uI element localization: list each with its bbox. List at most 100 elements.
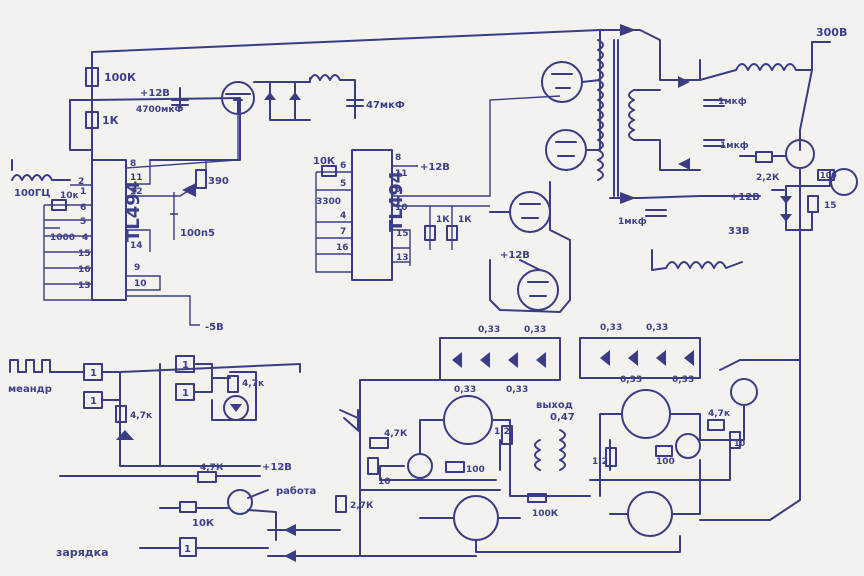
ladder-diode-icon (628, 350, 638, 366)
transistor-bridge-right (675, 433, 701, 459)
coil-300v (699, 59, 813, 81)
diode-zar-b-icon (284, 550, 296, 562)
label-033-b: 0,33 (524, 325, 546, 335)
label-47k-c: 4,7К (384, 429, 408, 439)
label-033-a: 0,33 (478, 325, 500, 335)
ic-left-right-pin-labels: 8 11 12 14 9 10 (130, 159, 147, 289)
diode-390-icon (182, 183, 196, 197)
label-033-e: 0,33 (600, 323, 622, 333)
label-033-d: 0,33 (506, 385, 528, 395)
resistor-1k-a (424, 225, 436, 241)
pin-label: 10 (395, 203, 408, 213)
pin-label: 7 (340, 227, 346, 237)
logic-wires (57, 363, 301, 467)
logic-gate-1-label: 1 (90, 368, 97, 379)
label-47k-a: 4,7к (130, 411, 152, 421)
label-plus12-left: +12В (140, 88, 170, 99)
wire-100n (170, 160, 207, 240)
pin-label: 4 (82, 233, 88, 243)
resistor-27k (335, 495, 347, 513)
resistor-100k-b (527, 493, 547, 503)
label-100-right: 100 (820, 171, 837, 180)
label-10k-low: 10К (192, 518, 215, 529)
pin-label: 13 (78, 281, 91, 291)
label-1mkf-c: 1мкф (618, 217, 647, 227)
pin-label: 5 (340, 179, 346, 189)
bridge-bottom-rail (359, 359, 801, 557)
zener-right-a-icon (780, 196, 792, 204)
resistor-47k-a (115, 405, 127, 423)
resistor-390 (195, 169, 207, 189)
diode-low-icon (620, 192, 636, 204)
label-plus12-right: +12В (730, 192, 760, 203)
resistor-47k-d (707, 419, 725, 431)
logic-gate-4-label: 1 (182, 388, 189, 399)
pin-label: 11 (130, 173, 143, 183)
label-033-c: 0,33 (454, 385, 476, 395)
ic-mid-right-wires (392, 95, 561, 266)
wire-1k-branch (69, 99, 93, 151)
label-12b: 1,2 (592, 457, 608, 467)
pin-label: 9 (395, 185, 401, 195)
diode-sec-b-icon (678, 158, 690, 170)
top-rail-wire (91, 29, 611, 61)
opto-receiver (339, 409, 361, 433)
label-22k: 2,2К (756, 173, 780, 183)
label-1mkf-a: 1мкф (718, 97, 747, 107)
pin-label: 13 (396, 253, 409, 263)
meander-wave (9, 359, 59, 373)
zener-b-icon (289, 92, 301, 100)
pin-label: 2 (78, 177, 84, 187)
resistor-10k-mid (321, 165, 337, 177)
pin-label: 9 (134, 263, 140, 273)
wire-rabota (159, 489, 277, 541)
label-10k-osc: 10к (60, 191, 79, 201)
pin-label: 12 (130, 187, 143, 197)
zener-a-icon (264, 92, 276, 100)
label-1k-b: 1К (458, 215, 472, 225)
resistor-10k-c (445, 461, 465, 473)
pin-label: 6 (340, 161, 346, 171)
label-033-g: 0,33 (620, 375, 642, 385)
diode-zar-a-icon (284, 524, 296, 536)
label-033-h: 0,33 (672, 375, 694, 385)
resistor-1k-b (446, 225, 458, 241)
label-27k: 2,7К (350, 501, 374, 511)
ladder-right-diodes (600, 350, 694, 366)
zener-right-b-icon (780, 214, 792, 222)
label-47k-d: 4,7к (708, 409, 730, 419)
label-rabota: работа (276, 485, 316, 497)
pin-label: 4 (340, 211, 346, 221)
mosfet-internals (519, 73, 577, 297)
mosfet-bridge-bl (453, 495, 499, 541)
resistor-100-right (817, 169, 835, 181)
label-cap-3300: 3300 (316, 197, 341, 207)
ic-left-pin-labels: 2 1 6 5 4 15 16 13 (78, 177, 91, 291)
resistor-47k-c (369, 437, 389, 449)
mosfet-top-1 (541, 61, 583, 103)
resistor-47k-low (197, 471, 217, 483)
label-vyhod: выход (536, 400, 573, 411)
zaryadka-gate (179, 537, 197, 557)
pin-label: 1 (80, 187, 86, 197)
label-12a: 1,2 (494, 427, 510, 437)
pin-label: 8 (130, 159, 136, 169)
pin-label: 14 (130, 241, 143, 251)
ladder-diode-icon (600, 350, 610, 366)
resistor-10-d (729, 431, 741, 449)
pin-label: 15 (396, 229, 409, 239)
wire-zener-rail (253, 77, 311, 121)
mosfet-bridge-br (627, 491, 673, 537)
label-plus12-gate: +12В (500, 250, 530, 261)
pin-label: 6 (80, 203, 86, 213)
ic-tl494-mid (351, 149, 393, 281)
ladder-left-wires (439, 337, 561, 381)
transformer-secondary (628, 89, 635, 141)
pin-label: 15 (78, 249, 91, 259)
resistor-10k-low (179, 501, 197, 513)
pin-label: 10 (134, 279, 147, 289)
label-300v: 300В (816, 26, 847, 39)
resistor-22k (755, 151, 773, 163)
label-cap-4700: 4700мкФ (136, 105, 184, 115)
